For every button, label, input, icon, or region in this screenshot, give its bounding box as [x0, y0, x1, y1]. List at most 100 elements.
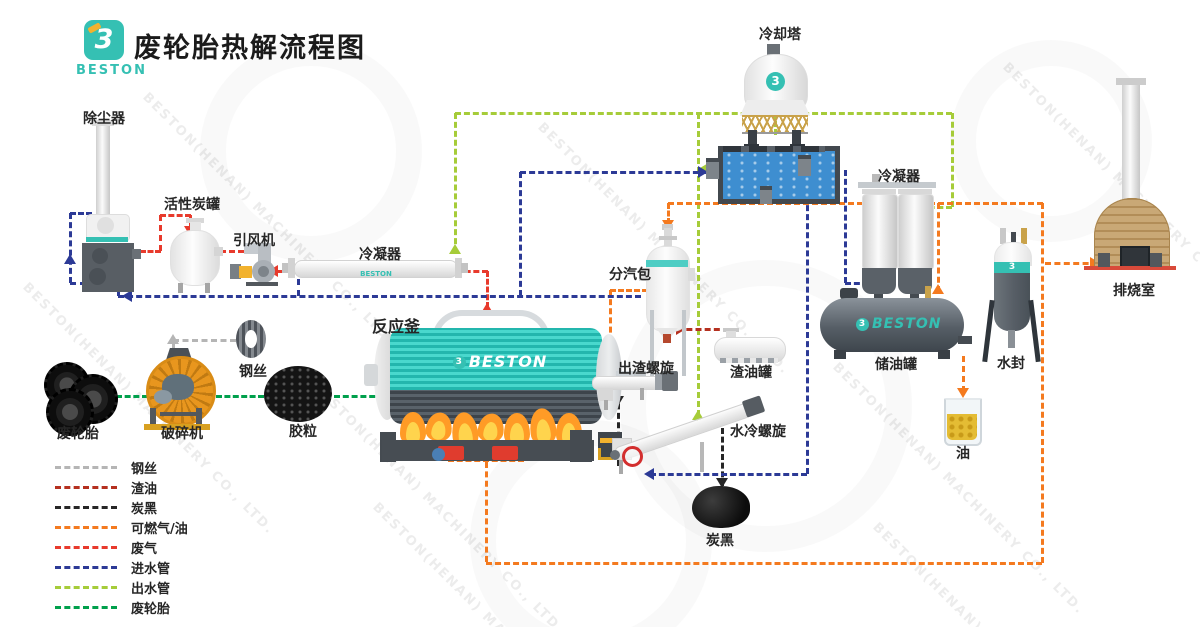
seal-leg: [1028, 299, 1041, 363]
seal-pipe: [1011, 232, 1016, 244]
flow-arrow: [692, 410, 704, 420]
legend-label: 可燃气/油: [131, 522, 188, 537]
pipe-segment: [937, 203, 940, 292]
tower-leg: [792, 130, 801, 146]
pool-rim: [723, 146, 825, 152]
pipe-segment: [486, 271, 489, 308]
flow-arrow: [64, 254, 76, 264]
flow-arrow: [716, 478, 728, 488]
furnace-pump: [1150, 253, 1162, 267]
pipe-segment: [118, 295, 641, 298]
reactor-label: 反应釜: [371, 317, 421, 336]
pipe-segment: [617, 394, 620, 466]
screw-coupling: [655, 373, 663, 390]
base-port: [89, 268, 106, 285]
pipe-segment: [160, 214, 191, 217]
flow-arrow: [167, 334, 179, 344]
pipe-segment: [1041, 203, 1044, 563]
pipe-segment: [721, 428, 724, 486]
screw-leg: [619, 460, 623, 474]
crusher-leg: [150, 408, 156, 426]
legend-dash: [55, 586, 117, 589]
flow-arrow: [122, 290, 132, 302]
pool-pump: [798, 155, 811, 176]
carbon-black-label: 炭黑: [706, 533, 734, 549]
chimney: [96, 126, 110, 214]
burner: [492, 446, 518, 460]
tank-neck: [190, 222, 201, 232]
pipe-segment: [1045, 262, 1098, 265]
condenser-stem: [872, 174, 880, 184]
screw-hopper: [598, 388, 613, 401]
tank-port: [214, 247, 223, 256]
tank-leg: [205, 283, 210, 293]
chimney-cap: [92, 120, 114, 126]
legend-label: 进水管: [131, 562, 171, 577]
condenser-flange: [862, 189, 896, 194]
activated-carbon-tank-label: 活性炭罐: [164, 197, 220, 213]
pipe-segment: [173, 339, 236, 342]
legend-label: 废气: [131, 542, 158, 557]
pipe-segment: [116, 395, 148, 398]
separator-lug: [688, 268, 695, 281]
watermark-logo: [200, 40, 422, 262]
base-pump: [432, 448, 445, 461]
pump: [610, 450, 620, 460]
pipe-segment: [650, 473, 807, 476]
condenser-flange: [288, 258, 295, 278]
legend-dash: [55, 526, 117, 529]
tank-leg: [178, 283, 183, 293]
pipe-segment: [159, 215, 162, 251]
pipe-segment: [334, 395, 384, 398]
legend-dash: [55, 506, 117, 509]
fan-motor: [230, 264, 241, 279]
screw-leg: [604, 400, 608, 410]
tower-skirt: [740, 100, 810, 116]
flow-arrow: [957, 388, 969, 398]
legend-dash: [55, 466, 117, 469]
pipe-segment: [668, 202, 1043, 205]
pipe-segment: [455, 112, 952, 115]
condenser-flange: [898, 189, 932, 194]
rubber-granules-label: 胶粒: [289, 424, 317, 440]
pipe-segment: [520, 171, 708, 174]
reactor-brand-icon: 3: [452, 356, 466, 369]
legend-dash: [55, 486, 117, 489]
water-cooled-screw-label: 水冷螺旋: [730, 424, 786, 440]
flow-arrow: [449, 244, 461, 254]
crusher-frame: [160, 412, 200, 416]
condenser-brand-text: BESTON: [360, 270, 392, 278]
waste-tires-label: 废轮胎: [57, 426, 99, 442]
separator-bottom-valve: [663, 334, 671, 343]
steam-separator-label: 分汽包: [609, 267, 651, 283]
seal-pipe: [1021, 228, 1027, 244]
separator-flange: [659, 236, 677, 240]
screw-leg: [640, 388, 644, 400]
tank-brand-icon: 3: [856, 317, 869, 331]
pipe-segment: [297, 279, 300, 296]
wire-coil-hole: [245, 330, 257, 348]
tank-outlet-valve: [958, 336, 972, 344]
flow-arrow: [698, 166, 708, 178]
flow-arrow: [644, 468, 654, 480]
pipe-segment: [962, 356, 965, 392]
tank-body: [820, 298, 964, 352]
slag-screw-label: 出渣螺旋: [618, 361, 674, 377]
reactor-base: [382, 440, 594, 461]
condenser-left-label: 冷凝器: [359, 247, 401, 263]
reactor-feed-port: [364, 364, 378, 386]
pipe-segment: [806, 196, 809, 474]
condenser-stub: [282, 263, 289, 273]
tower-leg: [748, 130, 757, 146]
separator-lug: [639, 268, 646, 281]
drum-teal-band: [86, 237, 128, 242]
tank-ribs: [720, 358, 778, 363]
pool: [718, 146, 840, 204]
legend-label: 渣油: [131, 482, 158, 497]
furnace-pump: [1098, 253, 1110, 267]
condenser-right-label: 冷凝器: [878, 169, 920, 185]
condenser-flange: [455, 258, 462, 278]
dust-remover-base: [82, 243, 134, 292]
beston-logo-icon: 3: [84, 20, 124, 60]
